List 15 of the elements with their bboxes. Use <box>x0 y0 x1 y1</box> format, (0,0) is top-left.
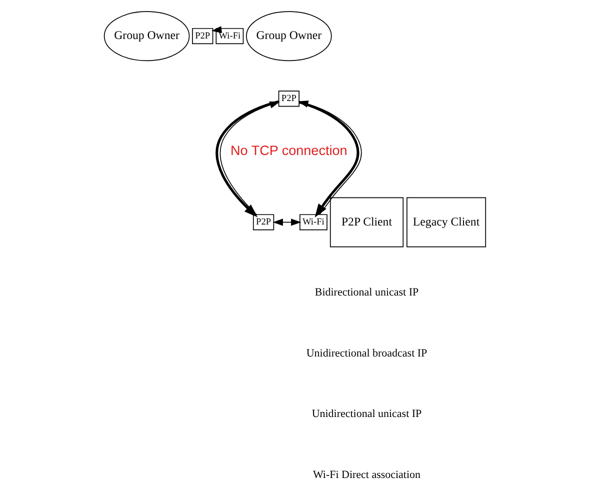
node-box: Wi-Fi <box>299 214 328 230</box>
node-box: Legacy Client <box>406 197 486 248</box>
node-box: P2P <box>278 90 300 107</box>
legend-label: Unidirectional unicast IP <box>312 408 422 420</box>
legend-label: Unidirectional broadcast IP <box>306 347 428 360</box>
label: No TCP connection <box>230 143 348 158</box>
node-ellipse: Group Owner <box>246 11 332 62</box>
node-box: P2P Client <box>330 197 404 248</box>
legend-label: Bidirectional unicast IP <box>314 286 419 298</box>
node-box: P2P <box>252 214 274 230</box>
legend-label: Wi-Fi Direct association <box>312 469 421 482</box>
arrow <box>272 218 302 226</box>
arrow <box>212 26 222 34</box>
node-ellipse: Group Owner <box>104 11 190 62</box>
node-box: P2P <box>192 28 214 44</box>
